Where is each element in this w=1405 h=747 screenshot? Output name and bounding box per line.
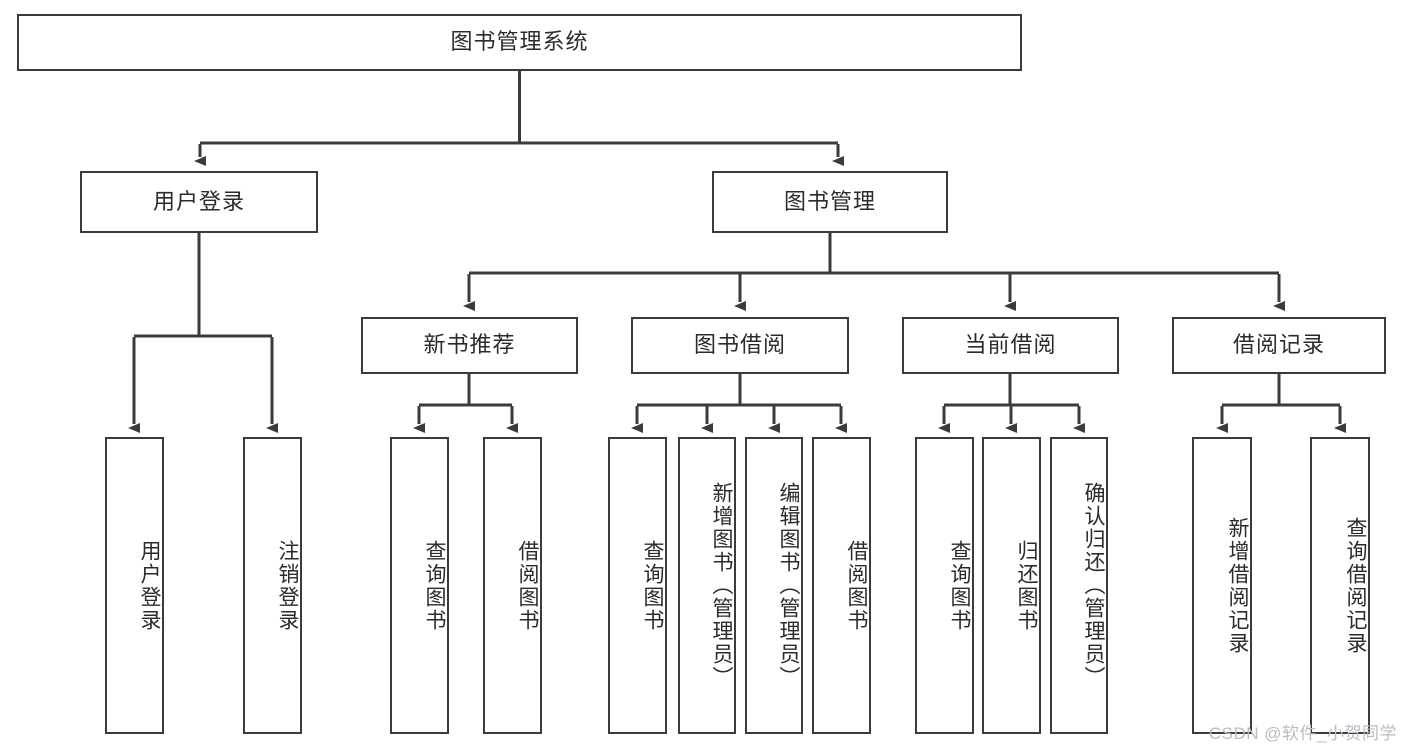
- node-label: 新书推荐: [423, 332, 516, 358]
- node-l10[interactable]: 归还图书: [982, 437, 1041, 734]
- node-records[interactable]: 借阅记录: [1172, 317, 1386, 374]
- node-label: 查询图书: [641, 539, 664, 632]
- node-l4[interactable]: 借阅图书: [483, 437, 542, 734]
- edge-group-records: [1216, 374, 1346, 433]
- node-root[interactable]: 图书管理系统: [17, 14, 1022, 71]
- edge-group-borrow: [631, 374, 847, 433]
- node-label: 借阅图书: [845, 539, 868, 632]
- node-l3[interactable]: 查询图书: [390, 437, 449, 734]
- node-label: 编辑图书（管理员）: [777, 482, 800, 689]
- node-label: 确认归还（管理员）: [1082, 482, 1105, 689]
- edge-group-login: [128, 233, 278, 433]
- node-l7[interactable]: 编辑图书（管理员）: [745, 437, 803, 734]
- node-label: 新增借阅记录: [1226, 516, 1249, 655]
- node-l5[interactable]: 查询图书: [608, 437, 667, 734]
- node-newbook[interactable]: 新书推荐: [361, 317, 578, 374]
- node-l9[interactable]: 查询图书: [915, 437, 974, 734]
- node-login[interactable]: 用户登录: [80, 171, 318, 233]
- node-label: 图书借阅: [693, 332, 786, 358]
- node-label: 查询图书: [423, 539, 446, 632]
- node-label: 用户登录: [152, 188, 245, 214]
- node-label: 新增图书（管理员）: [710, 482, 733, 689]
- edge-group-root: [194, 71, 844, 166]
- node-label: 借阅图书: [516, 539, 539, 632]
- edge-group-bookmgmt: [463, 233, 1285, 311]
- node-label: 查询图书: [948, 539, 971, 632]
- node-l11[interactable]: 确认归还（管理员）: [1050, 437, 1108, 734]
- edge-group-newbook: [413, 374, 518, 433]
- node-label: 借阅记录: [1232, 332, 1325, 358]
- node-l6[interactable]: 新增图书（管理员）: [678, 437, 736, 734]
- edge-group-current: [938, 374, 1085, 433]
- node-bookmgmt[interactable]: 图书管理: [712, 171, 948, 233]
- node-l12[interactable]: 新增借阅记录: [1192, 437, 1252, 734]
- node-label: 图书管理: [783, 188, 876, 214]
- node-l13[interactable]: 查询借阅记录: [1310, 437, 1370, 734]
- node-label: 用户登录: [138, 539, 161, 632]
- node-label: 当前借阅: [964, 332, 1057, 358]
- node-l8[interactable]: 借阅图书: [812, 437, 871, 734]
- node-borrow[interactable]: 图书借阅: [631, 317, 849, 374]
- csdn-watermark: CSDN @软件_小贺同学: [1208, 724, 1397, 743]
- node-label: 注销登录: [276, 539, 299, 632]
- node-label: 归还图书: [1015, 539, 1038, 632]
- node-label: 查询借阅记录: [1344, 516, 1367, 655]
- node-current[interactable]: 当前借阅: [902, 317, 1119, 374]
- node-l1[interactable]: 用户登录: [105, 437, 164, 734]
- node-l2[interactable]: 注销登录: [243, 437, 302, 734]
- node-label: 图书管理系统: [450, 29, 589, 55]
